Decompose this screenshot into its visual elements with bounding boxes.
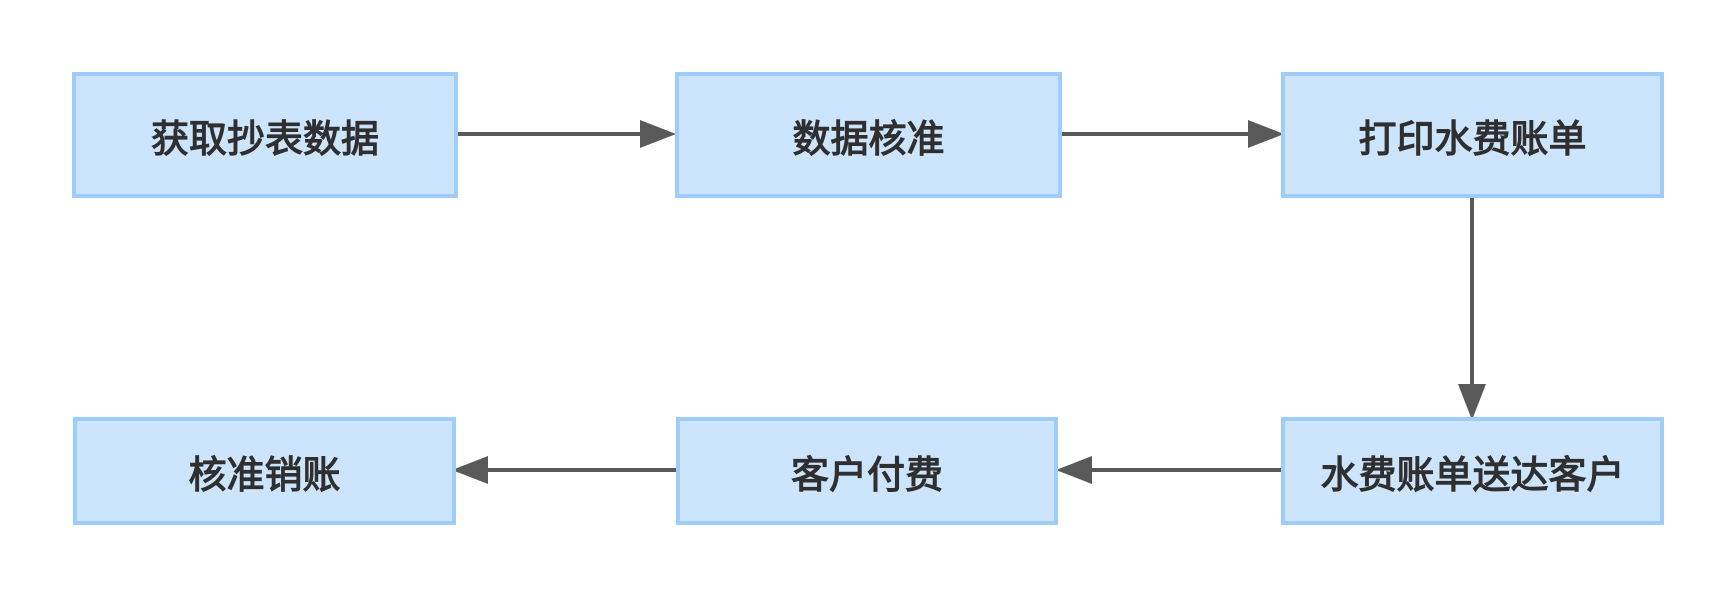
arrowhead-fetch-to-verify [640,120,676,148]
node-verify-write-off: 核准销账 [73,417,456,525]
node-deliver-bill-to-customer: 水费账单送达客户 [1281,417,1664,525]
arrowhead-deliver-to-pay [1056,456,1092,484]
node-print-water-bill: 打印水费账单 [1281,72,1664,198]
arrowhead-verify-to-print [1248,120,1284,148]
arrowhead-print-to-deliver [1458,384,1486,420]
node-customer-payment: 客户付费 [676,417,1058,525]
node-fetch-meter-data: 获取抄表数据 [72,72,458,198]
node-data-verification: 数据核准 [675,72,1062,198]
arrowhead-pay-to-writeoff [452,456,488,484]
